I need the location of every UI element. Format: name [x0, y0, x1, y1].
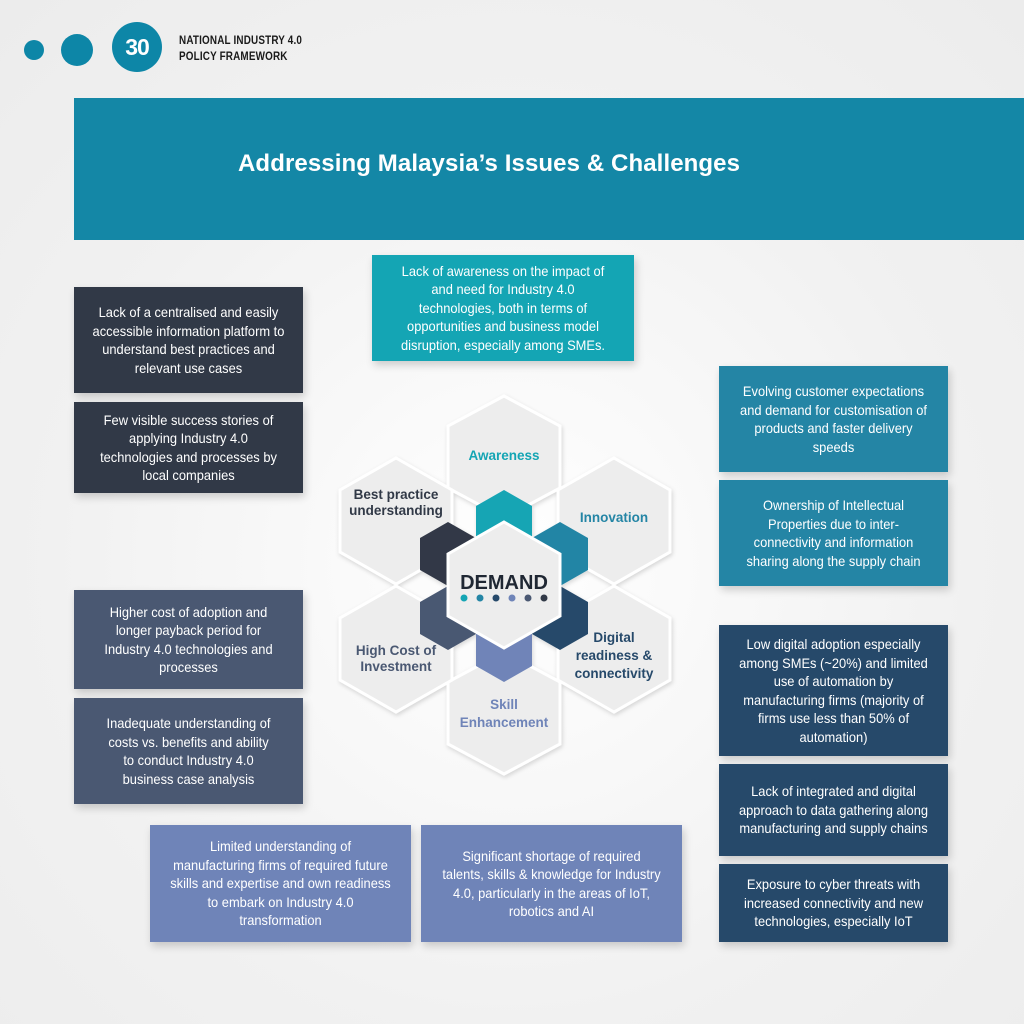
center-dots: [460, 594, 548, 602]
dot-icon: [524, 594, 532, 602]
page-number: 30: [112, 22, 162, 72]
hex-label-cost-1: High Cost of: [356, 643, 437, 658]
issue-cost-adoption: Higher cost of adoption and longer payba…: [74, 590, 303, 689]
issue-success-stories: Few visible success stories of applying …: [74, 402, 303, 493]
dot-icon: [460, 594, 468, 602]
issue-text: Ownership of Intellectual Properties due…: [746, 497, 921, 569]
document-title-line2: POLICY FRAMEWORK: [179, 51, 288, 63]
issue-awareness: Lack of awareness on the impact of and n…: [372, 255, 634, 361]
dot-icon: [508, 594, 516, 602]
hex-label-best-practice-2: understanding: [349, 503, 443, 518]
issue-cyber-threats: Exposure to cyber threats with increased…: [719, 864, 948, 942]
issue-cost-benefit: Inadequate understanding of costs vs. be…: [74, 698, 303, 804]
issue-text: Low digital adoption especially among SM…: [739, 636, 928, 745]
issue-data-gathering: Lack of integrated and digital approach …: [719, 764, 948, 856]
hex-label-skill-2: Enhancement: [460, 715, 549, 730]
hex-label-digital-3: connectivity: [575, 666, 654, 681]
decor-dot-small: [24, 40, 44, 60]
issue-customer-expectations: Evolving customer expectations and deman…: [719, 366, 948, 472]
issue-text: Higher cost of adoption and longer payba…: [104, 603, 273, 676]
issue-info-platform: Lack of a centralised and easily accessi…: [74, 287, 303, 393]
hex-label-skill-1: Skill: [490, 697, 518, 712]
dot-icon: [492, 594, 500, 602]
issue-text: Limited understanding of manufacturing f…: [170, 838, 391, 929]
issue-text: Lack of integrated and digital approach …: [738, 783, 929, 837]
hex-label-digital-2: readiness &: [576, 648, 653, 663]
issue-ip-ownership: Ownership of Intellectual Properties due…: [719, 480, 948, 586]
issue-talent-shortage: Significant shortage of required talents…: [421, 825, 682, 942]
issue-text: Inadequate understanding of costs vs. be…: [106, 715, 271, 787]
hex-label-cost-2: Investment: [360, 659, 432, 674]
document-title-line1: NATIONAL INDUSTRY 4.0: [179, 35, 303, 47]
hex-label-digital-1: Digital: [593, 630, 634, 645]
issue-digital-adoption: Low digital adoption especially among SM…: [719, 625, 948, 756]
hex-label-innovation: Innovation: [580, 510, 648, 525]
issue-text: Few visible success stories of applying …: [100, 411, 277, 484]
document-title: NATIONAL INDUSTRY 4.0 POLICY FRAMEWORK: [179, 33, 302, 65]
demand-hexagon: [446, 520, 562, 650]
dot-icon: [476, 594, 484, 602]
issue-text: Evolving customer expectations and deman…: [740, 383, 927, 455]
issue-text: Significant shortage of required talents…: [442, 847, 661, 920]
hex-label-best-practice-1: Best practice: [354, 487, 439, 502]
decor-dot-medium: [61, 34, 93, 66]
issue-text: Exposure to cyber threats with increased…: [744, 876, 923, 930]
hex-label-awareness: Awareness: [468, 448, 539, 463]
title-banner: [74, 98, 1024, 240]
issue-text: Lack of awareness on the impact of and n…: [400, 262, 606, 353]
page-title: Addressing Malaysia’s Issues & Challenge…: [238, 150, 741, 177]
issue-text: Lack of a centralised and easily accessi…: [92, 304, 285, 376]
hex-center-label: DEMAND: [460, 572, 548, 594]
issue-future-skills: Limited understanding of manufacturing f…: [150, 825, 411, 942]
dot-icon: [540, 594, 548, 602]
